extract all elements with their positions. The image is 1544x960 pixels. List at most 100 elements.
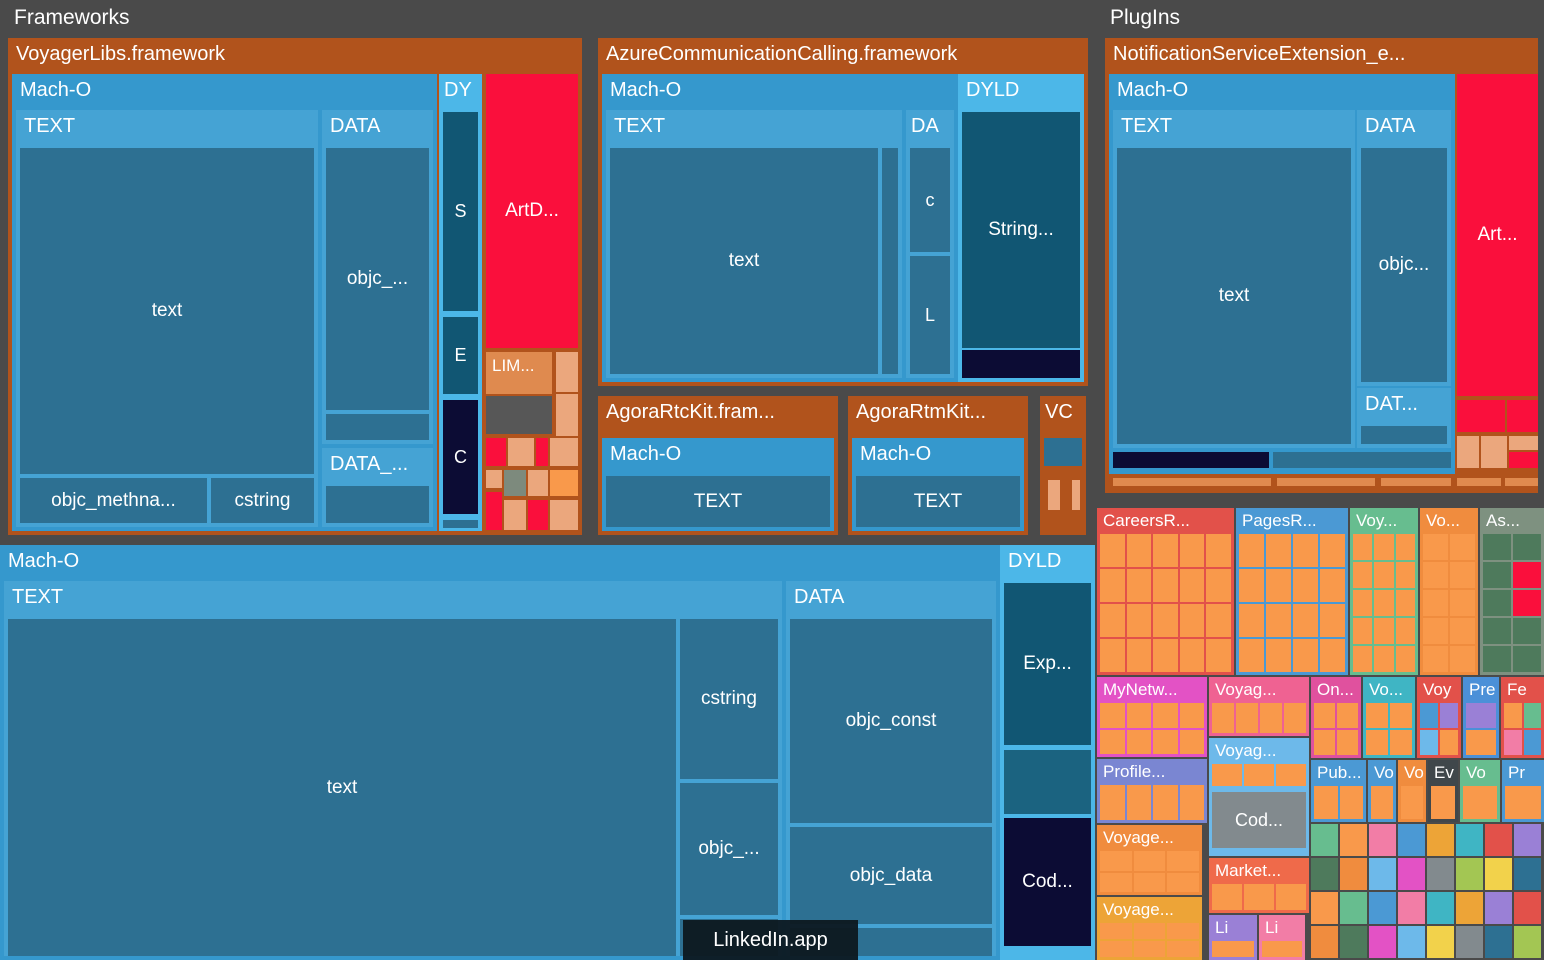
module-voyage[interactable]: Voyage...	[1097, 825, 1202, 895]
module-cell[interactable]	[1167, 872, 1199, 892]
module-cell[interactable]	[1126, 703, 1151, 728]
treemap-cell[interactable]	[1456, 892, 1483, 924]
treemap-cell[interactable]	[486, 470, 502, 488]
module-cell[interactable]	[1320, 569, 1345, 602]
module-cell[interactable]	[1212, 703, 1234, 733]
module-vo[interactable]: Vo	[1368, 760, 1396, 822]
treemap-cell[interactable]	[550, 470, 578, 496]
treemap-cell[interactable]	[1507, 400, 1538, 432]
module-cell[interactable]	[1314, 786, 1338, 819]
module-cell[interactable]	[1374, 646, 1394, 672]
module-cell[interactable]	[1440, 703, 1458, 728]
node-agorartc-text[interactable]: TEXT	[606, 476, 830, 527]
treemap-cell[interactable]	[1456, 824, 1483, 856]
module-cell[interactable]	[1239, 639, 1264, 672]
module-cell[interactable]	[1401, 786, 1423, 819]
module-cell[interactable]	[1239, 534, 1264, 567]
module-cell[interactable]	[1395, 618, 1415, 644]
module-cell[interactable]	[1100, 941, 1132, 957]
module-cell[interactable]	[1466, 703, 1496, 728]
module-cell[interactable]	[1390, 703, 1412, 728]
module-cell[interactable]	[1212, 884, 1242, 910]
treemap-cell[interactable]	[1457, 478, 1501, 486]
treemap-cell[interactable]	[1427, 926, 1454, 958]
module-cell[interactable]	[1513, 534, 1541, 560]
module-cell[interactable]	[1100, 729, 1125, 754]
module-cell[interactable]	[1353, 562, 1373, 588]
module-cell[interactable]	[1153, 639, 1178, 672]
module-cell[interactable]	[1126, 639, 1152, 672]
treemap-cell[interactable]	[1004, 750, 1091, 814]
node-agorartm-text[interactable]: TEXT	[856, 476, 1020, 527]
treemap-cell[interactable]	[556, 394, 578, 436]
node-voyagerlibs-artdeco[interactable]: ArtD...	[486, 74, 578, 348]
module-cell[interactable]	[1212, 941, 1254, 957]
treemap-cell[interactable]	[504, 470, 526, 496]
module-vo[interactable]: Vo	[1398, 760, 1426, 822]
treemap-cell[interactable]	[326, 486, 429, 523]
module-cell[interactable]	[1133, 851, 1166, 871]
treemap-cell[interactable]	[1514, 824, 1541, 856]
module-cell[interactable]	[1320, 604, 1345, 637]
module-cell[interactable]	[1244, 884, 1274, 910]
module-cell[interactable]	[1293, 604, 1318, 637]
module-cell[interactable]	[1390, 730, 1412, 755]
module-cell[interactable]	[1483, 618, 1511, 644]
module-cell[interactable]	[1153, 729, 1178, 754]
treemap-cell[interactable]	[536, 438, 548, 466]
module-cell[interactable]	[1167, 941, 1199, 957]
module-careersr[interactable]: CareersR...	[1097, 508, 1234, 675]
module-cell[interactable]	[1206, 604, 1231, 637]
treemap-cell[interactable]	[1113, 478, 1271, 486]
module-cell[interactable]	[1167, 851, 1199, 871]
module-cell[interactable]	[1450, 562, 1475, 588]
module-voy[interactable]: Voy...	[1350, 508, 1418, 675]
module-cell[interactable]	[1100, 703, 1125, 728]
module-cell[interactable]	[1126, 785, 1151, 820]
node-nse-text[interactable]: text	[1117, 148, 1351, 444]
module-profile[interactable]: Profile...	[1097, 759, 1207, 823]
module-cell[interactable]	[1353, 646, 1373, 672]
treemap-cell[interactable]	[556, 352, 578, 392]
module-cell[interactable]	[1463, 786, 1497, 819]
node-azure-text[interactable]: text	[610, 148, 878, 374]
treemap-cell[interactable]	[882, 148, 898, 374]
module-cell[interactable]	[1100, 785, 1125, 820]
module-cell[interactable]	[1513, 590, 1541, 616]
module-cell[interactable]	[1293, 569, 1318, 602]
module-cell[interactable]	[1395, 590, 1415, 616]
treemap-cell[interactable]	[1398, 892, 1425, 924]
module-pub[interactable]: Pub...	[1311, 760, 1366, 822]
module-cell[interactable]	[1371, 786, 1393, 819]
module-cell[interactable]	[1266, 534, 1291, 567]
module-cell[interactable]	[1266, 569, 1291, 602]
module-vo[interactable]: Vo	[1460, 760, 1500, 822]
treemap-cell[interactable]	[1277, 478, 1375, 486]
module-cell[interactable]	[1395, 534, 1415, 560]
node-azure-c[interactable]: c	[910, 148, 950, 252]
module-cell[interactable]	[1179, 569, 1205, 602]
module-cell[interactable]	[1100, 851, 1132, 871]
module-cell[interactable]	[1423, 646, 1448, 672]
module-fe[interactable]: Fe	[1501, 677, 1544, 758]
module-cell[interactable]	[1374, 534, 1394, 560]
module-cell[interactable]	[1320, 534, 1345, 567]
module-cell[interactable]	[1126, 604, 1152, 637]
module-cell[interactable]	[1126, 729, 1151, 754]
module-cell[interactable]	[1284, 703, 1306, 733]
treemap-cell[interactable]	[1509, 436, 1538, 450]
module-cell[interactable]	[1293, 639, 1318, 672]
module-cell[interactable]	[1423, 534, 1448, 560]
treemap-cell[interactable]	[1457, 400, 1505, 432]
treemap-cell[interactable]	[1340, 892, 1367, 924]
module-cell[interactable]	[1212, 764, 1242, 786]
module-cell[interactable]	[1153, 703, 1178, 728]
module-cell[interactable]	[1133, 923, 1166, 939]
module-cell[interactable]	[1126, 569, 1152, 602]
node-azure-string-table[interactable]: String...	[962, 112, 1080, 348]
treemap-cell[interactable]	[1369, 926, 1396, 958]
treemap-cell[interactable]	[1311, 858, 1338, 890]
module-cell[interactable]	[1440, 730, 1458, 755]
module-li[interactable]: Li	[1209, 915, 1257, 960]
treemap-cell[interactable]	[1398, 926, 1425, 958]
